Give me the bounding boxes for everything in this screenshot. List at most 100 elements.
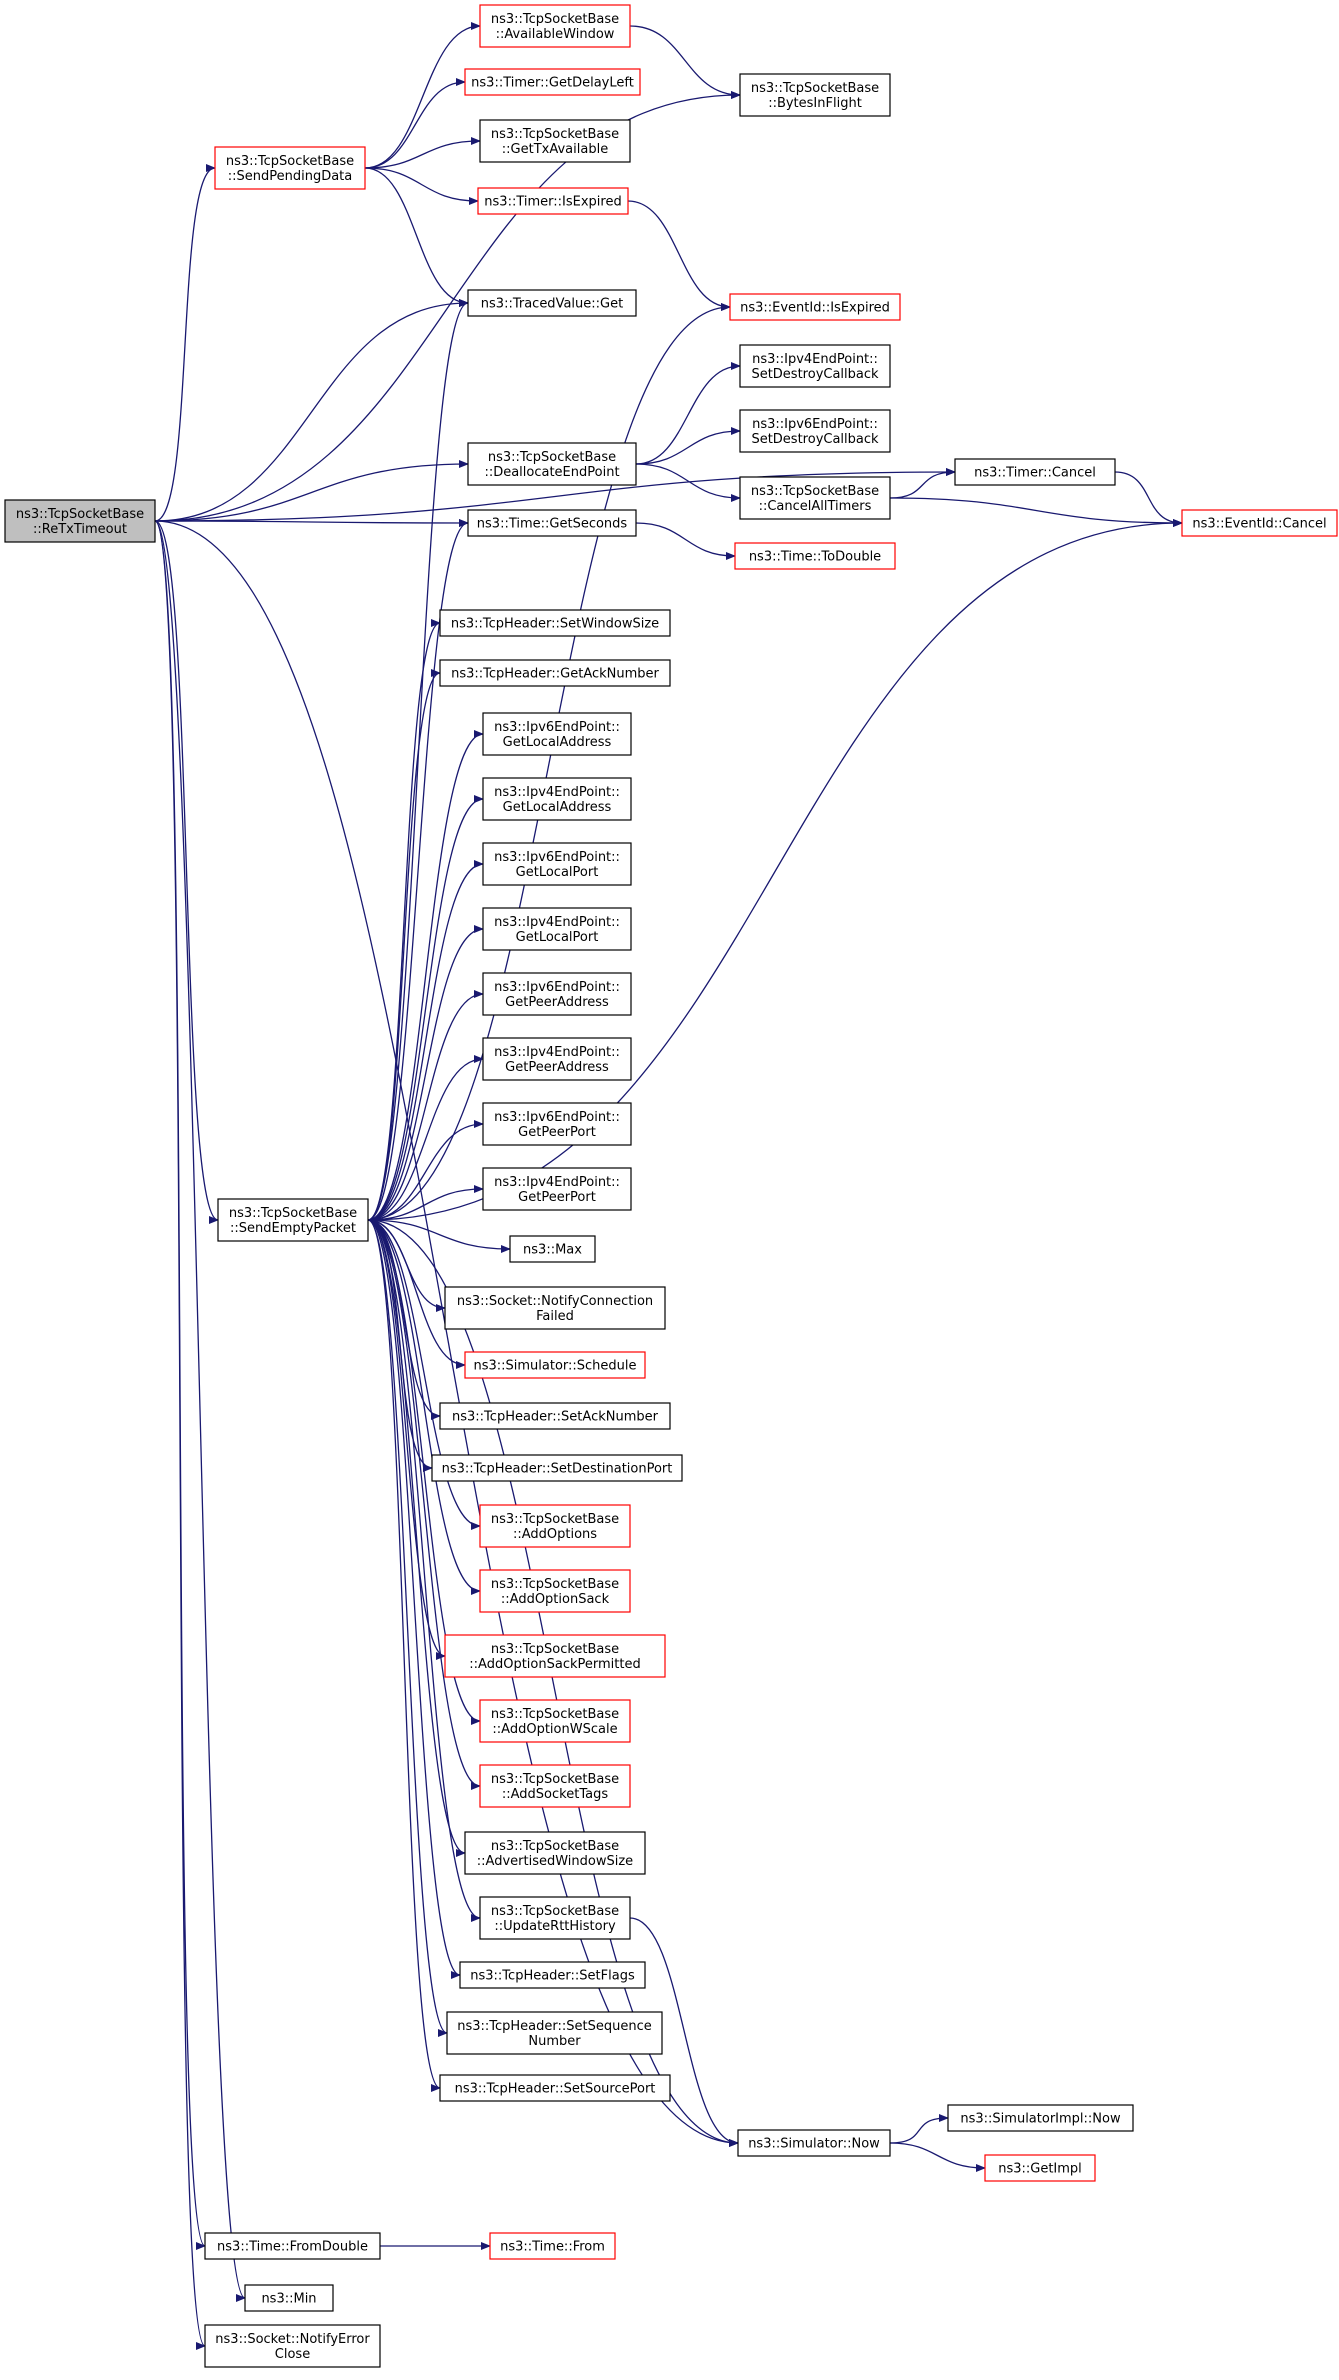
node-box xyxy=(459,1961,646,1989)
min-node[interactable]: ns3::Min xyxy=(244,2284,334,2312)
node-label: ::SendPendingData xyxy=(228,169,353,184)
node-box xyxy=(244,2284,334,2312)
node-label: ns3::Ipv4EndPoint:: xyxy=(494,915,620,930)
ipv4sdc-node[interactable]: ns3::Ipv4EndPoint::SetDestroyCallback xyxy=(739,344,891,388)
edge-retx-to-timercancel xyxy=(154,468,956,522)
edge-retx-to-simnow xyxy=(154,520,739,2147)
delayleft-node[interactable]: ns3::Timer::GetDelayLeft xyxy=(464,68,641,96)
node-label: ns3::Ipv6EndPoint:: xyxy=(494,850,620,865)
edge-retx-to-getseconds xyxy=(154,518,469,527)
node-box xyxy=(479,119,631,163)
bytesinflight-node[interactable]: ns3::TcpSocketBase::BytesInFlight xyxy=(739,73,891,117)
node-label: ns3::TcpSocketBase xyxy=(491,12,619,27)
node-label: ns3::Socket::NotifyError xyxy=(215,2332,370,2347)
edge-sendpending-to-gettx xyxy=(364,137,481,169)
node-label: SetDestroyCallback xyxy=(751,367,879,382)
node-box xyxy=(479,1569,631,1613)
node-label: GetLocalAddress xyxy=(503,735,612,750)
dealloc-node[interactable]: ns3::TcpSocketBase::DeallocateEndPoint xyxy=(467,442,637,486)
getimpl-node[interactable]: ns3::GetImpl xyxy=(984,2154,1096,2182)
ipv4gpp-node[interactable]: ns3::Ipv4EndPoint::GetPeerPort xyxy=(482,1167,632,1211)
tracedget-node[interactable]: ns3::TracedValue::Get xyxy=(467,289,637,317)
node-label: ::DeallocateEndPoint xyxy=(484,465,619,480)
edge-sendempty-to-ipv4gpa xyxy=(367,1055,484,1221)
node-label: ns3::TcpSocketBase xyxy=(491,1772,619,1787)
node-label: SetDestroyCallback xyxy=(751,432,879,447)
node-label: ns3::TcpSocketBase xyxy=(491,1707,619,1722)
gettx-node[interactable]: ns3::TcpSocketBase::GetTxAvailable xyxy=(479,119,631,163)
sendempty-node[interactable]: ns3::TcpSocketBase::SendEmptyPacket xyxy=(217,1198,369,1242)
ipv6gpa-node[interactable]: ns3::Ipv6EndPoint::GetPeerAddress xyxy=(482,972,632,1016)
todouble-node[interactable]: ns3::Time::ToDouble xyxy=(734,542,896,570)
ipv6gla-node[interactable]: ns3::Ipv6EndPoint::GetLocalAddress xyxy=(482,712,632,756)
edge-sendempty-to-addsack xyxy=(367,1219,481,1595)
node-label: ::CancelAllTimers xyxy=(759,499,872,514)
node-box xyxy=(482,842,632,886)
eventexp-node[interactable]: ns3::EventId::IsExpired xyxy=(729,293,901,321)
edge-sendpending-to-delayleft xyxy=(364,78,466,169)
edge-updrtt-to-simnow xyxy=(629,1917,739,2147)
node-box xyxy=(1181,509,1338,537)
updrtt-node[interactable]: ns3::TcpSocketBase::UpdateRttHistory xyxy=(479,1896,631,1940)
ipv4gpa-node[interactable]: ns3::Ipv4EndPoint::GetPeerAddress xyxy=(482,1037,632,1081)
cancelall-node[interactable]: ns3::TcpSocketBase::CancelAllTimers xyxy=(739,476,891,520)
node-box xyxy=(439,1402,671,1430)
edge-sendempty-to-setsrc xyxy=(367,1219,441,2092)
node-label: ns3::Time::From xyxy=(500,2240,605,2255)
node-label: GetPeerPort xyxy=(518,1125,596,1140)
node-label: ns3::Ipv6EndPoint:: xyxy=(752,417,878,432)
setsrc-node[interactable]: ns3::TcpHeader::SetSourcePort xyxy=(439,2074,671,2102)
eventcancel-node[interactable]: ns3::EventId::Cancel xyxy=(1181,509,1338,537)
setack-node[interactable]: ns3::TcpHeader::SetAckNumber xyxy=(439,1402,671,1430)
availwin-node[interactable]: ns3::TcpSocketBase::AvailableWindow xyxy=(479,4,631,48)
addopt-node[interactable]: ns3::TcpSocketBase::AddOptions xyxy=(479,1504,631,1548)
from-node[interactable]: ns3::Time::From xyxy=(489,2232,616,2260)
addwscale-node[interactable]: ns3::TcpSocketBase::AddOptionWScale xyxy=(479,1699,631,1743)
setdest-node[interactable]: ns3::TcpHeader::SetDestinationPort xyxy=(431,1454,683,1482)
node-label: ns3::Time::ToDouble xyxy=(749,550,881,565)
node-label: GetPeerPort xyxy=(518,1190,596,1205)
edge-cancelall-to-timercancel xyxy=(889,468,956,499)
sendpending-node[interactable]: ns3::TcpSocketBase::SendPendingData xyxy=(214,146,366,190)
schedule-node[interactable]: ns3::Simulator::Schedule xyxy=(464,1351,646,1379)
ipv6glp-node[interactable]: ns3::Ipv6EndPoint::GetLocalPort xyxy=(482,842,632,886)
setflags-node[interactable]: ns3::TcpHeader::SetFlags xyxy=(459,1961,646,1989)
ipv6sdc-node[interactable]: ns3::Ipv6EndPoint::SetDestroyCallback xyxy=(739,409,891,453)
addsackperm-node[interactable]: ns3::TcpSocketBase::AddOptionSackPermitt… xyxy=(444,1634,666,1678)
addsack-node[interactable]: ns3::TcpSocketBase::AddOptionSack xyxy=(479,1569,631,1613)
timercancel-node[interactable]: ns3::Timer::Cancel xyxy=(954,458,1116,486)
node-label: ns3::TcpHeader::GetAckNumber xyxy=(451,667,659,682)
edge-sendempty-to-advwin xyxy=(367,1219,466,1857)
timerexp-node[interactable]: ns3::Timer::IsExpired xyxy=(477,187,629,215)
node-label: ::GetTxAvailable xyxy=(502,142,608,157)
ipv4gla-node[interactable]: ns3::Ipv4EndPoint::GetLocalAddress xyxy=(482,777,632,821)
node-label: ns3::TcpHeader::SetAckNumber xyxy=(452,1410,659,1425)
max-node[interactable]: ns3::Max xyxy=(509,1235,596,1263)
edge-retx-to-sendpending xyxy=(154,164,216,522)
implnow-node[interactable]: ns3::SimulatorImpl::Now xyxy=(947,2104,1134,2132)
node-box xyxy=(729,293,901,321)
edge-sendempty-to-ipv6gla xyxy=(367,730,484,1221)
getseconds-node[interactable]: ns3::Time::GetSeconds xyxy=(467,509,637,537)
getack-node[interactable]: ns3::TcpHeader::GetAckNumber xyxy=(439,659,671,687)
advwin-node[interactable]: ns3::TcpSocketBase::AdvertisedWindowSize xyxy=(464,1831,646,1875)
ipv4glp-node[interactable]: ns3::Ipv4EndPoint::GetLocalPort xyxy=(482,907,632,951)
addtags-node[interactable]: ns3::TcpSocketBase::AddSocketTags xyxy=(479,1764,631,1808)
ipv6gpp-node[interactable]: ns3::Ipv6EndPoint::GetPeerPort xyxy=(482,1102,632,1146)
edge-sendempty-to-setflags xyxy=(367,1219,461,1979)
node-label: ns3::Timer::IsExpired xyxy=(484,195,621,210)
retx-node: ns3::TcpSocketBase::ReTxTimeout xyxy=(4,499,156,543)
node-label: ::AddOptionWScale xyxy=(492,1722,617,1737)
node-label: ns3::TcpSocketBase xyxy=(751,484,879,499)
edge-sendempty-to-schedule xyxy=(367,1219,466,1369)
edge-sendempty-to-ipv6gpp xyxy=(367,1120,484,1221)
simnow-node[interactable]: ns3::Simulator::Now xyxy=(737,2129,891,2157)
node-box xyxy=(482,1167,632,1211)
setwin-node[interactable]: ns3::TcpHeader::SetWindowSize xyxy=(439,609,671,637)
fromdouble-node[interactable]: ns3::Time::FromDouble xyxy=(204,2232,381,2260)
node-label: ns3::Ipv4EndPoint:: xyxy=(494,785,620,800)
node-label: ns3::TcpSocketBase xyxy=(491,1839,619,1854)
